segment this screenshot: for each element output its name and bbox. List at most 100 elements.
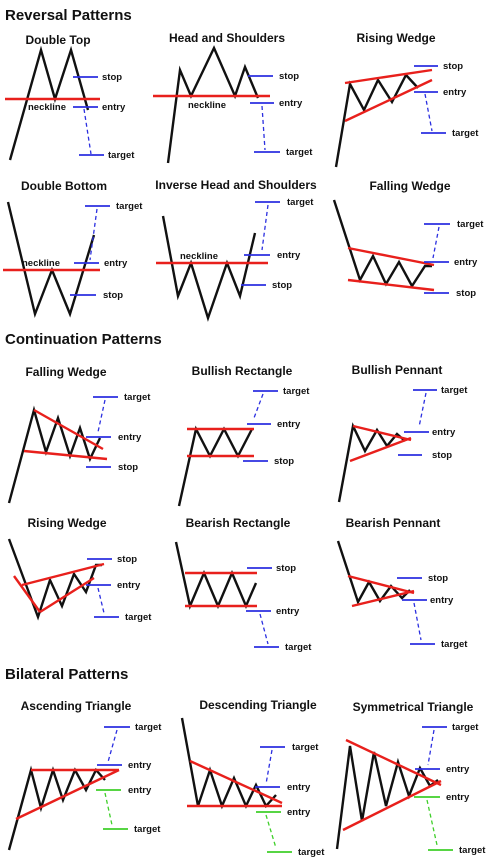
pattern-double-bottom: Double Bottom neckline target entry stop (3, 179, 143, 319)
label-target: target (292, 742, 319, 753)
projection-line (261, 105, 266, 151)
upper-trendline (345, 738, 442, 787)
projection-line (424, 93, 433, 132)
label-target: target (457, 219, 484, 230)
label-neckline: neckline (180, 251, 218, 262)
label-stop: stop (102, 72, 122, 83)
label-entry: entry (277, 250, 301, 261)
projection-line (97, 587, 105, 614)
label-entry-alt: entry (446, 792, 470, 803)
lower-trendline (344, 78, 433, 123)
label-target: target (108, 150, 135, 161)
projection-line (261, 204, 269, 251)
label-neckline: neckline (28, 102, 66, 113)
section-title-bilateral: Bilateral Patterns (5, 666, 128, 683)
projection-line (418, 392, 427, 428)
projection-line (413, 602, 422, 641)
pattern-bearish-rectangle: Bearish Rectangle stop entry target (174, 516, 312, 653)
lower-trendline (351, 589, 415, 608)
projection-line (427, 729, 435, 766)
upper-trendline (21, 562, 105, 587)
pattern-rising-wedge-reversal: Rising Wedge stop entry target (334, 31, 479, 168)
support-trendline (15, 768, 120, 821)
alt-projection-line (426, 799, 438, 846)
upper-trendline (347, 574, 415, 595)
pattern-title: Symmetrical Triangle (353, 700, 474, 714)
pattern-double-top: Double Top neckline stop entry target (5, 33, 135, 161)
pattern-falling-wedge-continuation: Falling Wedge target entry stop (7, 365, 151, 504)
projection-line (259, 613, 269, 645)
label-stop: stop (456, 288, 476, 299)
projection-line (265, 749, 273, 785)
label-target: target (116, 201, 143, 212)
pattern-title: Double Bottom (21, 179, 107, 193)
label-target-alt: target (298, 847, 325, 858)
label-entry-alt: entry (287, 807, 311, 818)
label-stop: stop (428, 573, 448, 584)
section-title-continuation: Continuation Patterns (5, 331, 162, 348)
pattern-bullish-pennant: Bullish Pennant target entry stop (337, 363, 468, 503)
label-stop: stop (274, 456, 294, 467)
label-stop: stop (432, 450, 452, 461)
pattern-title: Descending Triangle (199, 698, 317, 712)
lower-trendline-ext (39, 576, 95, 614)
price-path (7, 765, 106, 851)
label-entry: entry (432, 427, 456, 438)
pattern-falling-wedge-reversal: Falling Wedge target entry stop (332, 179, 484, 299)
label-entry: entry (443, 87, 467, 98)
label-entry: entry (276, 606, 300, 617)
lower-trendline (342, 779, 442, 832)
pattern-symmetrical-triangle: Symmetrical Triangle target entry entry … (335, 700, 486, 856)
price-path (334, 72, 419, 168)
pattern-title: Bearish Pennant (346, 516, 441, 530)
label-target-alt: target (459, 845, 486, 856)
label-target: target (125, 612, 152, 623)
pattern-head-and-shoulders: Head and Shoulders neckline stop entry t… (153, 31, 313, 164)
label-target: target (283, 386, 310, 397)
pattern-title: Bullish Rectangle (192, 364, 293, 378)
label-stop: stop (272, 280, 292, 291)
label-entry: entry (287, 782, 311, 793)
label-target-alt: target (134, 824, 161, 835)
label-entry: entry (102, 102, 126, 113)
label-stop: stop (276, 563, 296, 574)
label-target: target (286, 147, 313, 158)
label-entry-alt: entry (128, 785, 152, 796)
pattern-title: Head and Shoulders (169, 31, 285, 45)
pattern-title: Ascending Triangle (21, 699, 132, 713)
projection-line (97, 399, 106, 433)
label-stop: stop (118, 462, 138, 473)
label-entry: entry (430, 595, 454, 606)
label-stop: stop (103, 290, 123, 301)
price-path (336, 540, 411, 605)
price-path (7, 538, 102, 621)
lower-trendline (23, 449, 108, 461)
label-stop: stop (443, 61, 463, 72)
alt-projection-line (265, 814, 277, 849)
price-path (161, 215, 257, 322)
pattern-inverse-head-and-shoulders: Inverse Head and Shoulders neckline targ… (155, 178, 317, 322)
price-path (180, 717, 277, 810)
upper-trendline (33, 408, 104, 451)
upper-trendline (352, 424, 412, 442)
label-entry: entry (128, 760, 152, 771)
upper-trendline (347, 246, 435, 267)
price-path (7, 405, 102, 504)
price-path (166, 45, 260, 164)
pattern-bullish-rectangle: Bullish Rectangle target entry stop (177, 364, 310, 507)
projection-line (83, 108, 92, 155)
label-target: target (441, 385, 468, 396)
label-entry: entry (279, 98, 303, 109)
label-entry: entry (117, 580, 141, 591)
projection-line (107, 729, 118, 763)
pattern-title: Bearish Rectangle (186, 516, 291, 530)
lower-trendline (349, 436, 412, 463)
resistance-trendline (189, 759, 283, 805)
upper-trendline (344, 68, 433, 85)
label-target: target (441, 639, 468, 650)
pattern-title: Rising Wedge (27, 516, 106, 530)
label-target: target (452, 128, 479, 139)
pattern-descending-triangle: Descending Triangle target entry entry t… (180, 698, 325, 858)
label-target: target (287, 197, 314, 208)
